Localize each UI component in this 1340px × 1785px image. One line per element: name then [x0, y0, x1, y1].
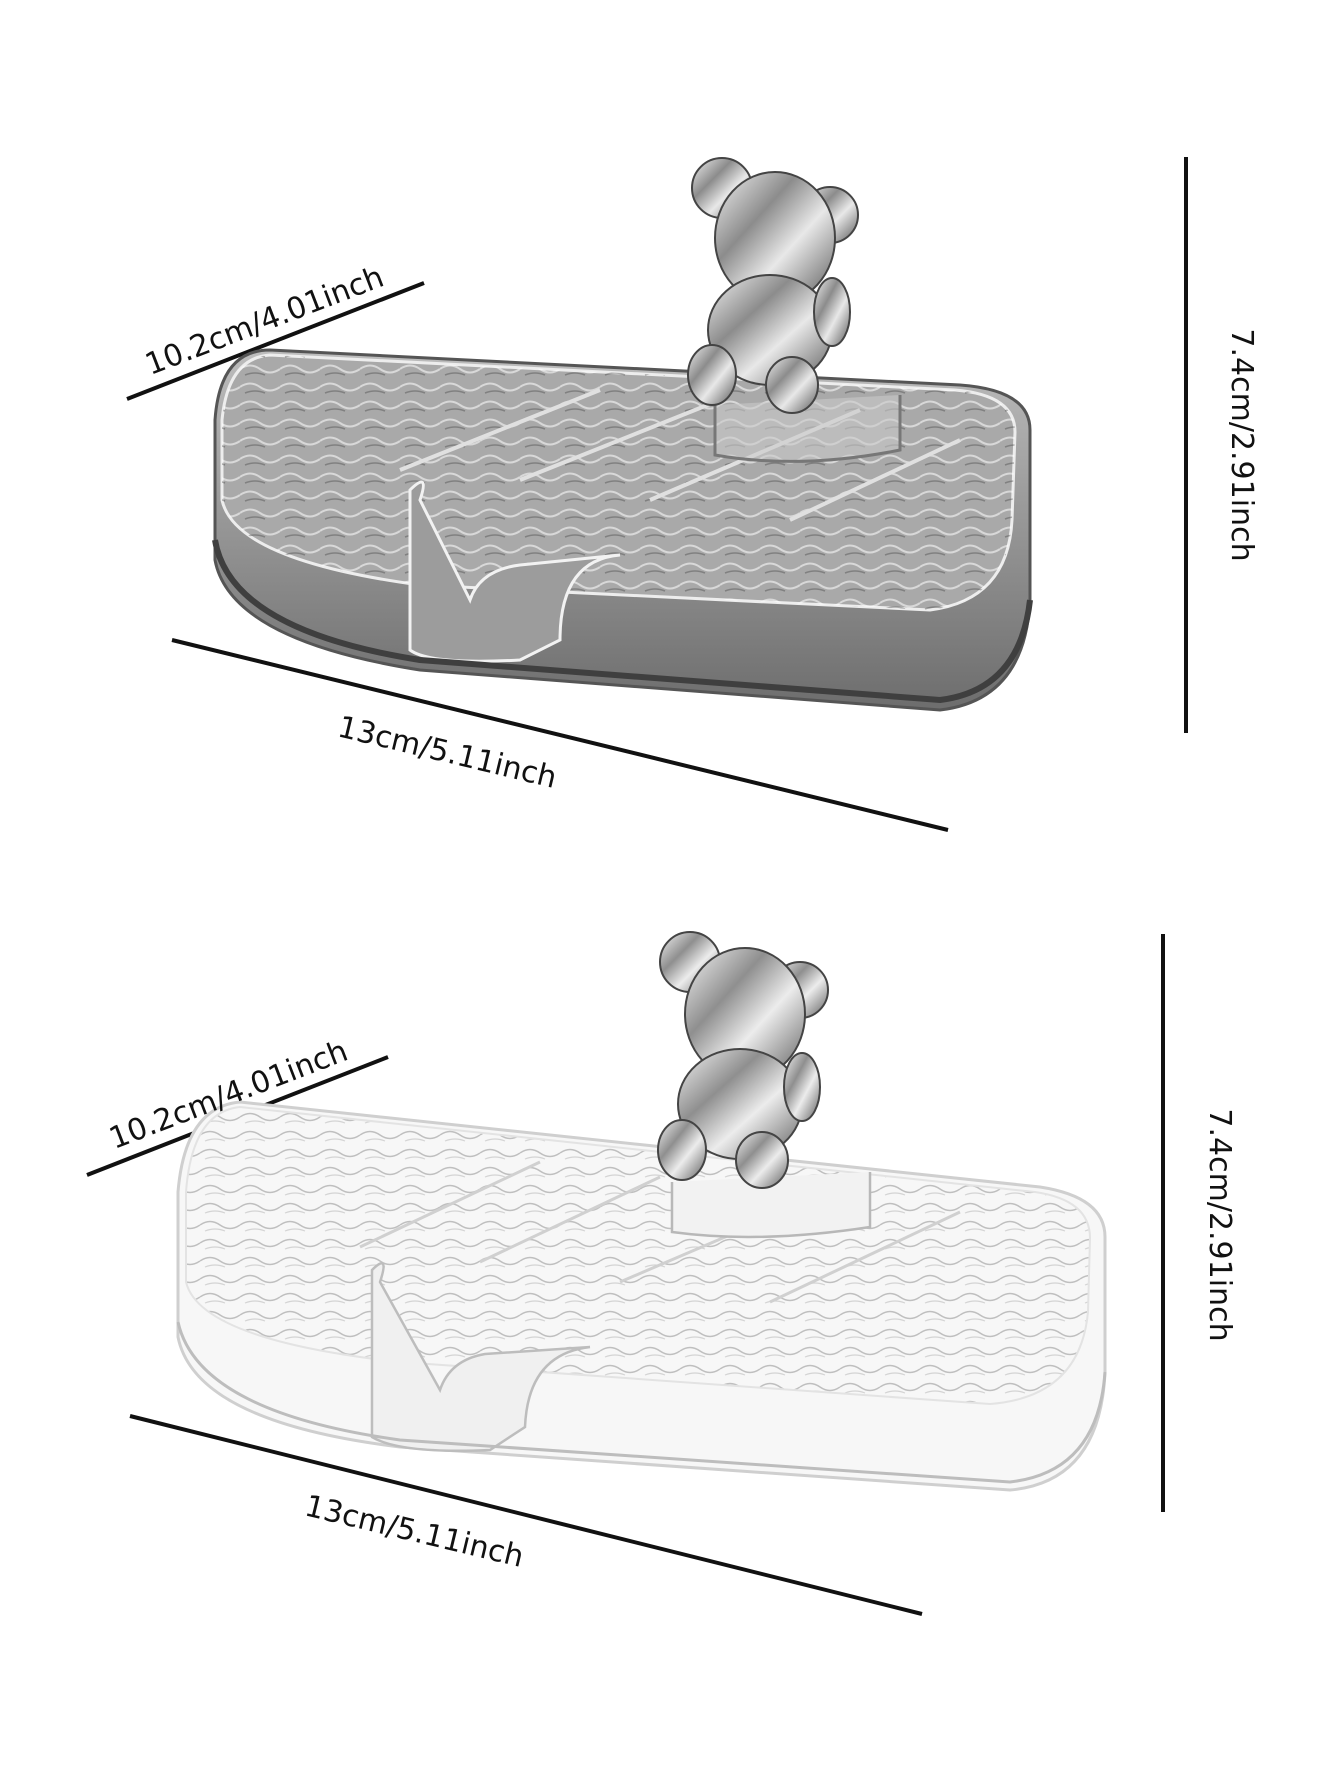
- product-illustration: 10.2cm/4.01inch 13cm/5.11inch 7.4cm/2.91…: [126, 157, 1259, 832]
- chrome-bear-figure: [687, 157, 859, 414]
- length-dimension-line: [171, 638, 949, 832]
- soap-tray-clear: [176, 1100, 1107, 1492]
- product-panel-smoked: 10.2cm/4.01inch 13cm/5.11inch 7.4cm/2.91…: [0, 0, 1340, 892]
- depth-dimension-line: [126, 281, 425, 401]
- chrome-bear-figure: [657, 931, 829, 1189]
- soap-tray-dark: [212, 348, 1033, 712]
- length-dimension-label: 13cm/5.11inch: [334, 710, 560, 796]
- product-panel-clear: 10.2cm/4.01inch 13cm/5.11inch 7.4cm/2.91…: [0, 892, 1340, 1785]
- height-dimension-label: 7.4cm/2.91inch: [1224, 328, 1259, 561]
- length-dimension-line: [129, 1414, 923, 1616]
- length-dimension-label: 13cm/5.11inch: [301, 1489, 527, 1575]
- height-dimension-label: 7.4cm/2.91inch: [1202, 1108, 1237, 1341]
- product-illustration: 10.2cm/4.01inch 13cm/5.11inch 7.4cm/2.91…: [86, 931, 1237, 1616]
